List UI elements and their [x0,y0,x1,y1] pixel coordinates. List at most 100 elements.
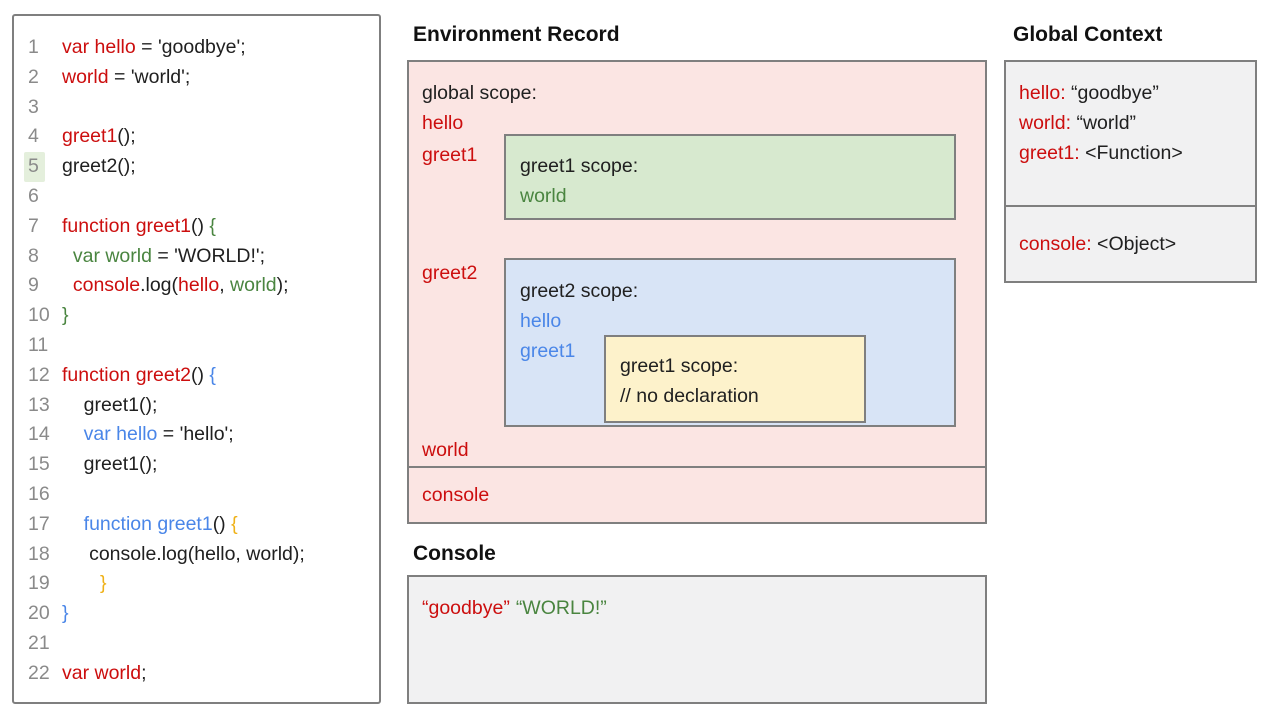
code-line: 6 [14,182,379,212]
code-line: 14 var hello = 'hello'; [14,420,379,450]
code-text: world = 'world'; [62,65,191,88]
code-line: 8 var world = 'WORLD!'; [14,242,379,272]
line-number: 5 [14,152,62,182]
binding-row-greet1: greet1: <Function> [1019,138,1255,168]
console-heading: Console [413,542,496,565]
binding-name: greet1: [1019,142,1080,164]
line-number: 14 [28,423,50,446]
line-number: 9 [28,274,39,297]
line-number: 11 [28,333,49,356]
console-output-line: “goodbye”“WORLD!” [422,593,985,623]
console-binding-box: console [407,466,987,524]
code-line: 17 function greet1() { [14,510,379,540]
inner-greet1-scope-box: greet1 scope: // no declaration [604,335,866,423]
code-line: 16 [14,480,379,510]
code-line: 20} [14,599,379,629]
code-line: 13 greet1(); [14,391,379,421]
binding-row-hello: hello: “goodbye” [1019,78,1255,108]
code-line: 10} [14,301,379,331]
line-number: 3 [28,95,39,118]
line-number: 13 [28,393,50,416]
code-text: function greet1() { [62,214,216,237]
no-declaration-comment: // no declaration [620,385,759,407]
code-text: } [62,304,69,327]
code-line: 2 world = 'world'; [14,63,379,93]
code-line: 19 } [14,569,379,599]
code-text: function greet2() { [62,363,216,386]
binding-value: “goodbye” [1065,82,1159,104]
global-var-greet2: greet2 [422,262,478,284]
code-line: 22 var world; [14,659,379,689]
code-line: 15 greet1(); [14,450,379,480]
line-number: 6 [28,184,39,207]
line-number: 15 [28,453,50,476]
greet1-scope-var-world: world [520,185,567,207]
code-panel: 1 var hello = 'goodbye'; 2 world = 'world';… [12,14,381,704]
binding-name: console: [1019,233,1092,255]
global-scope-box: global scope: hello greet1 greet1 scope:… [407,60,987,468]
code-text: function greet1() { [83,512,238,535]
binding-row-world: world: “world” [1019,108,1255,138]
binding-value: <Function> [1079,142,1183,164]
binding-name: world: [1019,112,1072,134]
global-var-greet1: greet1 [422,144,478,166]
greet2-scope-var-greet1: greet1 [520,340,576,362]
binding-value: “world” [1071,112,1137,134]
code-text: greet1(); [62,453,158,476]
code-line: 12 function greet2() { [14,361,379,391]
console-binding-label: console [422,483,490,506]
code-text: var hello = 'goodbye'; [62,36,246,58]
global-context-box: hello: “goodbye” world: “world” greet1: … [1004,60,1257,207]
code-lines: 1 var hello = 'goodbye'; 2 world = 'world';… [14,33,379,689]
global-context-console-box: console: <Object> [1004,205,1257,283]
greet2-scope-label: greet2 scope: [520,280,639,302]
line-number: 18 [28,542,50,565]
code-text: greet1(); [62,393,158,416]
code-text: var world; [62,661,147,684]
line-number: 7 [28,214,39,237]
line-number: 17 [28,512,50,535]
code-text: var world = 'WORLD!'; [72,244,266,267]
global-scope-label: global scope: [422,82,537,104]
code-line: 9 console.log(hello, world); [14,271,379,301]
line-number: 8 [28,244,39,267]
console-entry: “WORLD!” [515,597,607,619]
global-var-hello: hello [422,112,464,134]
code-line: 21 [14,629,379,659]
line-number: 4 [28,125,39,148]
inner-greet1-scope-label: greet1 scope: [620,355,739,377]
greet1-scope-box: greet1 scope: world [504,134,956,220]
line-number: 1 [28,36,39,58]
code-text: } [99,572,107,595]
line-number: 19 [28,572,50,595]
code-text: console.log(hello, world); [62,542,305,565]
binding-value: <Object> [1091,233,1177,255]
line-number: 21 [28,631,50,654]
code-line: 18 console.log(hello, world); [14,540,379,570]
line-number: 12 [28,363,50,386]
code-line: 1 var hello = 'goodbye'; [14,33,379,63]
code-text: console.log(hello, world); [72,274,289,297]
line-number: 20 [28,602,50,625]
code-line: 11 [14,331,379,361]
global-var-world: world [422,439,469,461]
code-line: 3 [14,93,379,123]
line-number: 10 [28,304,50,327]
console-output-box: “goodbye”“WORLD!” [407,575,987,704]
line-number: 2 [28,65,39,88]
line-number: 22 [28,661,50,684]
code-line: 7 function greet1() { [14,212,379,242]
global-context-heading: Global Context [1013,23,1163,46]
environment-record-heading: Environment Record [413,23,620,46]
line-number: 16 [28,482,50,505]
greet2-scope-var-hello: hello [520,310,562,332]
greet1-scope-label: greet1 scope: [520,155,639,177]
code-text: } [62,602,69,625]
binding-row-console: console: <Object> [1019,229,1176,259]
code-text: greet2(); [62,155,136,178]
binding-name: hello: [1019,82,1066,104]
console-entry: “goodbye” [422,597,510,619]
